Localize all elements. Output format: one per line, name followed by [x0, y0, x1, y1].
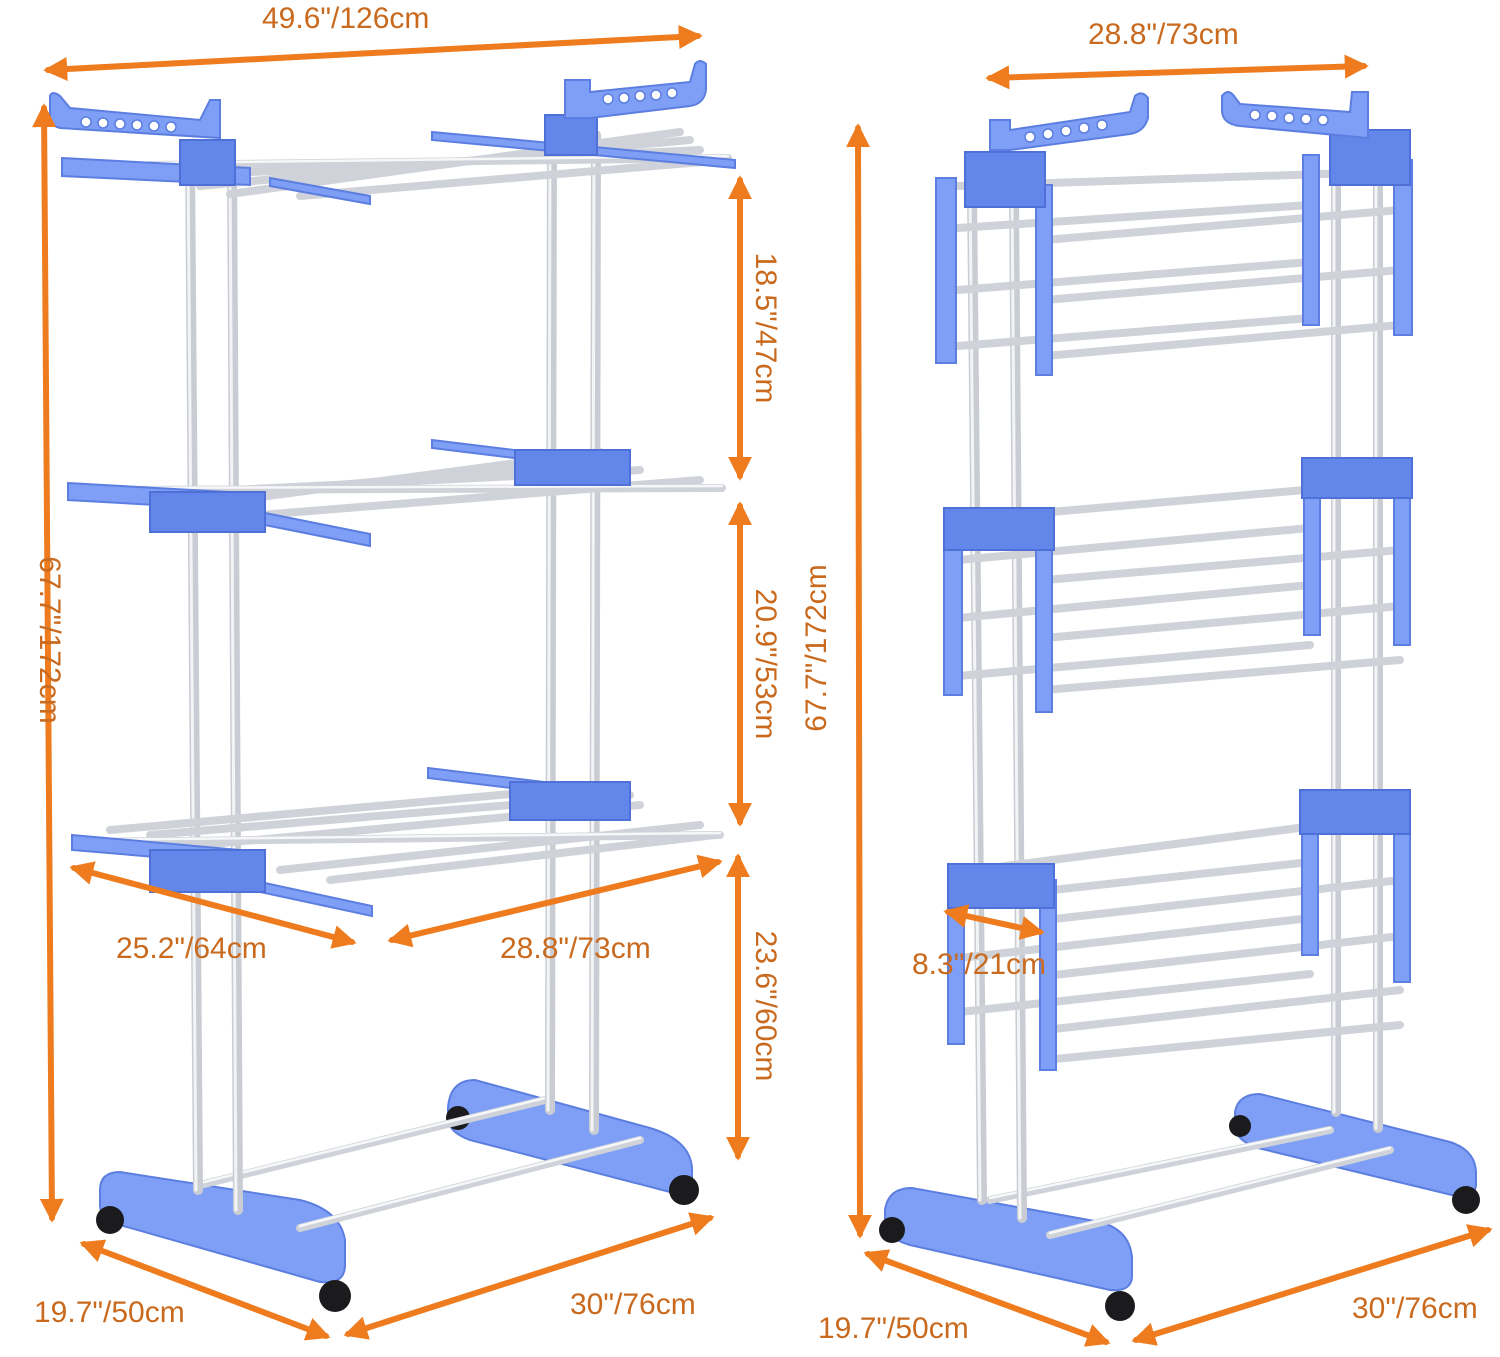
- hanger-holes: [602, 87, 678, 105]
- right-top-tier: [935, 91, 1413, 376]
- label-base-width: 30"/76cm: [1352, 1292, 1478, 1325]
- right-middle-tier: [943, 457, 1413, 713]
- total-width-arrow: [43, 25, 703, 81]
- label-bottom-gap: 23.6"/60cm: [749, 931, 782, 1082]
- right-poles: [967, 155, 1383, 1223]
- label-total-width: 49.6"/126cm: [262, 2, 429, 35]
- label-shelf-width: 28.8"/73cm: [500, 932, 651, 965]
- wing-length-arrow: [69, 861, 357, 949]
- wheel-icon: [96, 1206, 124, 1234]
- total-height-arrow: [32, 103, 64, 1223]
- label-total-height: 67.7"/172cm: [800, 564, 833, 731]
- hanger-holes: [1249, 109, 1329, 126]
- base-width-arrow: [1131, 1224, 1493, 1346]
- wheel-icon: [319, 1280, 351, 1312]
- wheel-icon: [1452, 1186, 1480, 1214]
- right-rack-view: 28.8"/73cm 67.7"/172cm 8.3"/21cm 19.7"/5…: [800, 18, 1493, 1347]
- label-folded-wing: 8.3"/21cm: [912, 948, 1046, 981]
- left-poles: [185, 125, 601, 1215]
- shelf-width-arrow: [387, 854, 723, 948]
- wheel-icon: [1105, 1291, 1135, 1321]
- right-base: [879, 1092, 1480, 1321]
- base-depth-arrow: [79, 1239, 331, 1341]
- left-middle-tier: [67, 438, 726, 548]
- base-depth-arrow: [863, 1249, 1111, 1347]
- right-dimension-arrows: [846, 54, 1493, 1347]
- left-dimension-labels: 49.6"/126cm 67.7"/172cm 18.5"/47cm 20.9"…: [33, 2, 782, 1329]
- wheel-icon: [879, 1217, 905, 1243]
- label-base-depth: 19.7"/50cm: [34, 1296, 185, 1329]
- left-top-tier: [49, 60, 736, 206]
- label-top-gap: 18.5"/47cm: [749, 253, 782, 404]
- label-total-height: 67.7"/172cm: [33, 556, 66, 723]
- label-folded-width: 28.8"/73cm: [1088, 18, 1239, 51]
- hanger-holes: [80, 116, 177, 133]
- right-dimension-labels: 28.8"/73cm 67.7"/172cm 8.3"/21cm 19.7"/5…: [800, 18, 1478, 1345]
- folded-width-arrow: [985, 54, 1369, 90]
- label-middle-gap: 20.9"/53cm: [749, 589, 782, 740]
- label-wing-length: 25.2"/64cm: [116, 932, 267, 965]
- wheel-icon: [669, 1175, 699, 1205]
- label-base-depth: 19.7"/50cm: [818, 1312, 969, 1345]
- base-width-arrow: [343, 1212, 715, 1340]
- total-height-arrow: [846, 123, 872, 1239]
- label-base-width: 30"/76cm: [570, 1288, 696, 1321]
- left-dimension-arrows: [32, 25, 752, 1341]
- wheel-icon: [1229, 1115, 1251, 1137]
- folded-wing-arrow: [943, 904, 1045, 940]
- left-rack-view: 49.6"/126cm 67.7"/172cm 18.5"/47cm 20.9"…: [32, 2, 782, 1341]
- left-base: [96, 1078, 699, 1312]
- hanger-holes: [1024, 119, 1108, 143]
